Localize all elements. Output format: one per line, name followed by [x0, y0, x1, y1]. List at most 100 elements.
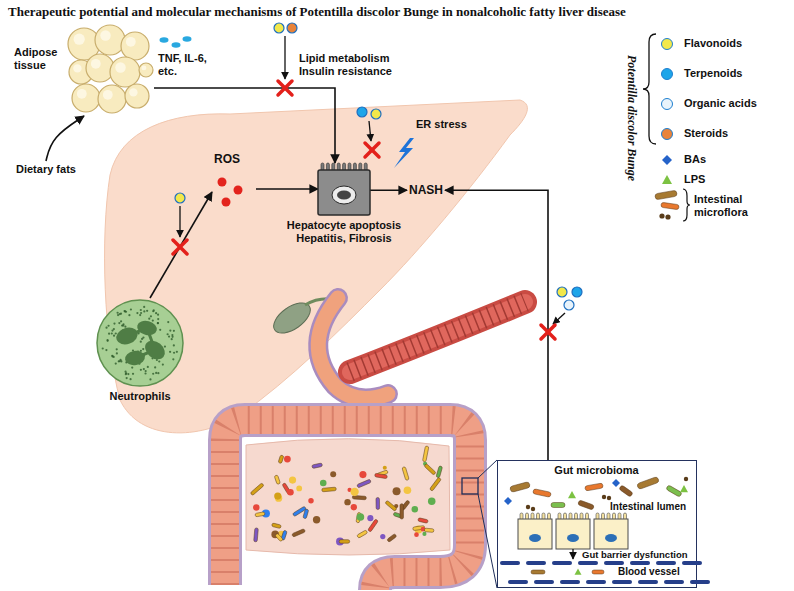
bacterium-icon [254, 528, 259, 542]
node-text: Gut barrier dysfunction [582, 549, 688, 560]
ros-node: ROS [212, 152, 256, 214]
connector-arrow [150, 192, 212, 298]
cytokine-drop [183, 36, 192, 42]
bacterium-icon [250, 483, 264, 496]
block-cross [173, 240, 187, 254]
fat-cell-highlight [100, 30, 111, 41]
granule [158, 360, 160, 362]
pancreas-lobules [350, 302, 525, 372]
granule [116, 348, 118, 350]
bacterium-icon [320, 480, 327, 487]
zoom-leader [478, 494, 497, 588]
legend-text: Terpenoids [684, 67, 742, 80]
cytokine-drop [172, 42, 181, 48]
bacterium-icon [422, 532, 426, 536]
bacterium-icon [296, 486, 302, 492]
vessel-wall [638, 580, 658, 584]
bacterium-icon [418, 518, 429, 524]
node-title: Dietary fats [16, 163, 76, 176]
bacterium-icon [367, 515, 373, 521]
bacterium-icon [400, 504, 404, 519]
bacterium-icon [619, 485, 633, 497]
granule [139, 314, 141, 316]
granule [102, 347, 104, 349]
lps-icon [568, 491, 576, 498]
granule [150, 315, 152, 317]
granule [157, 322, 159, 324]
vessel-wall [508, 580, 528, 584]
legend-entry: Terpenoids [656, 65, 788, 85]
bacterium-icon [344, 499, 350, 505]
edge-label: Lipid metabolism Insulin resistance [298, 52, 400, 78]
bacterium-icon [253, 504, 259, 510]
vessel-wall [560, 580, 580, 584]
node-title: Adipose tissue [14, 46, 64, 72]
bacterium-icon [272, 523, 282, 529]
compound-dot [357, 107, 367, 117]
block-cross [278, 81, 292, 95]
cell-body [318, 170, 370, 215]
neutrophil-body [97, 300, 183, 386]
granule [171, 338, 173, 340]
block-cross [541, 325, 555, 339]
legend-swatch [661, 128, 673, 140]
granule [173, 330, 175, 332]
granule [148, 318, 150, 320]
granule [115, 332, 117, 334]
granule [113, 323, 115, 325]
bacterium-icon [666, 485, 682, 497]
fat-cell-highlight [141, 65, 146, 70]
nucleus-lobe [124, 349, 146, 366]
bacterium-icon [322, 487, 337, 492]
granule [124, 326, 126, 328]
block-cross [365, 143, 379, 157]
fat-cell [121, 32, 149, 60]
ros-dot [218, 178, 227, 187]
connector-arrow [445, 190, 548, 460]
granule [143, 310, 145, 312]
granule [111, 329, 113, 331]
granule [122, 324, 124, 326]
connector-arrow [256, 188, 318, 190]
fat-cell [95, 25, 125, 55]
connector-arrow [370, 189, 407, 191]
vessel-wall [552, 561, 572, 565]
epithelial-cell [518, 519, 552, 549]
bacterium-icon [383, 466, 387, 470]
nucleolus [337, 191, 351, 200]
legend-entry: Intestinal microflora [656, 197, 788, 217]
fat-cell-highlight [77, 89, 87, 99]
lps-icon [680, 485, 688, 492]
gut-microbiome-inset: Gut microbiomaIntestinal lumenGut barrie… [497, 460, 697, 588]
bacterium-icon [284, 456, 291, 463]
fat-cell [86, 54, 114, 82]
legend-brace [683, 189, 690, 221]
node-text: Blood vessel [616, 566, 682, 578]
bacterium-icon [274, 475, 280, 485]
bacterium-icon [428, 498, 436, 506]
bacterium-icon [357, 479, 372, 488]
granule [140, 369, 142, 371]
granule [120, 320, 122, 322]
inhibit-arrow [284, 36, 285, 79]
bacterium-icon [531, 570, 545, 574]
node-title: NASH [409, 183, 443, 197]
node-shape [318, 163, 370, 215]
granule [171, 336, 173, 338]
bacterium-icon [255, 512, 265, 517]
figure-title: Therapeutic potential and molecular mech… [8, 4, 788, 20]
bacterium-icon [402, 467, 409, 481]
pancreas [350, 302, 525, 372]
inhibit-arrow [553, 313, 565, 324]
legend-brace [643, 34, 656, 144]
inhibit-arrow [179, 206, 180, 237]
colon-outline [225, 420, 470, 590]
granule [105, 349, 107, 351]
compound-dot [175, 193, 185, 203]
legend-entry: Steroids [656, 125, 788, 145]
bracket-label: Potentilla discolor Bunge [624, 33, 640, 203]
granule [167, 333, 169, 335]
granule [143, 368, 145, 370]
inhibit-arrow [369, 121, 371, 141]
